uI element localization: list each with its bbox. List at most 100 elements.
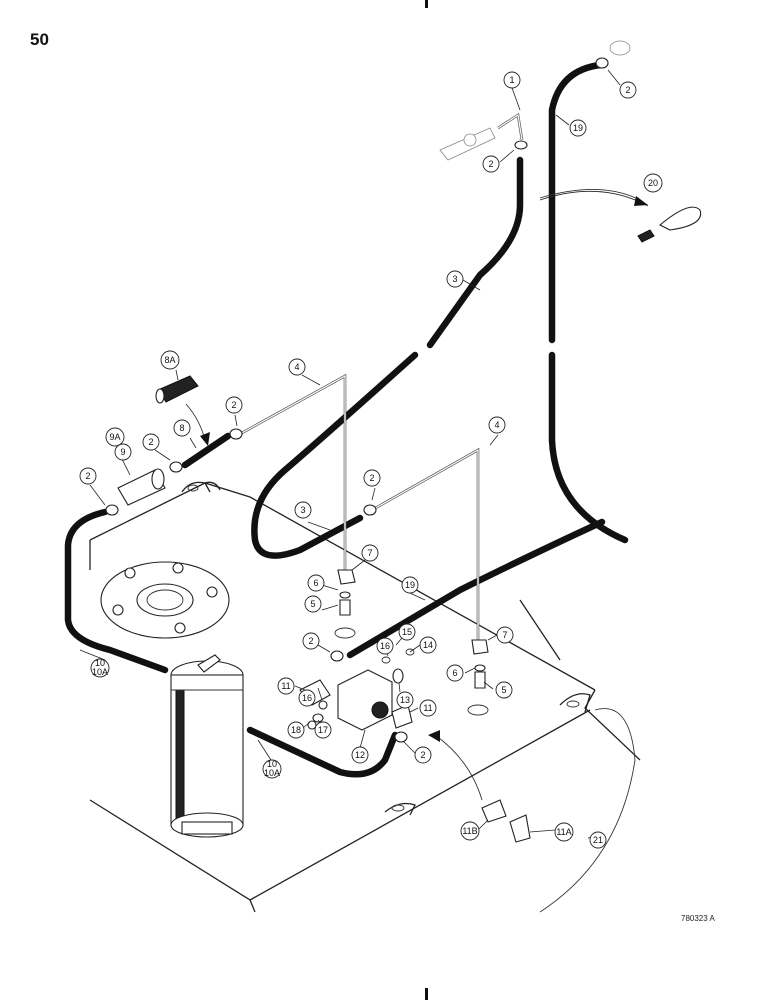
callout: 9A	[105, 427, 125, 447]
callout: 3	[294, 501, 312, 519]
callout-label: 2	[148, 437, 153, 447]
callout: 8	[173, 419, 191, 437]
callout: 11A	[554, 822, 574, 842]
callout-label: 17	[318, 725, 328, 735]
callout-label: 9A	[109, 432, 120, 442]
callout: 2	[619, 81, 637, 99]
callout: 11	[277, 677, 295, 695]
fuel-filter-canister	[170, 654, 244, 838]
callout: 1	[503, 71, 521, 89]
callout-label: 9	[120, 447, 125, 457]
callout-label: 3	[452, 274, 457, 284]
callout: 2	[363, 469, 381, 487]
callout: 2	[482, 155, 500, 173]
fuel-hoses	[64, 61, 629, 778]
callout: 2	[142, 433, 160, 451]
callout: 20	[643, 173, 663, 193]
callout-label: 8	[179, 423, 184, 433]
callout-label: 20	[648, 178, 658, 188]
callout-leaders	[79, 69, 621, 839]
callout-label: 6	[313, 578, 318, 588]
callout: 7	[496, 626, 514, 644]
callout: 10	[262, 759, 282, 779]
callout: 7	[361, 544, 379, 562]
callout-label: 5	[310, 599, 315, 609]
callout-label: 16	[302, 693, 312, 703]
callout-label: 12	[355, 750, 365, 760]
callout: 6	[307, 574, 325, 592]
callout: 2	[302, 632, 320, 650]
callout: 2	[79, 467, 97, 485]
callout-label: 10	[95, 658, 105, 668]
callout-label: 8A	[164, 355, 175, 365]
callout-label: 16	[380, 641, 390, 651]
callout: 4	[488, 416, 506, 434]
callout: 12	[351, 746, 369, 764]
registration-mark-bottom	[425, 988, 428, 1000]
callout: 6	[446, 664, 464, 682]
callout: 5	[495, 681, 513, 699]
registration-mark-top	[425, 0, 428, 8]
callout-label: 11	[423, 703, 432, 713]
fuel-tank-outline	[89, 481, 641, 913]
callout-label: 10A	[92, 667, 108, 677]
callout-label: 4	[294, 362, 299, 372]
callout-label: 4	[494, 420, 499, 430]
callout-label: 11	[281, 681, 290, 691]
callout: 21	[589, 831, 607, 849]
hose-clamp-20	[637, 206, 702, 243]
callout: 10A	[264, 768, 280, 778]
callout-label: 10	[267, 759, 277, 769]
callout-label: 3	[300, 505, 305, 515]
drawing-code: 780323 A	[681, 914, 715, 923]
callout: 18	[287, 721, 305, 739]
callout: 5	[304, 595, 322, 613]
assembly-arrows	[185, 189, 648, 801]
callout-label: 7	[502, 630, 507, 640]
callout-label: 19	[405, 580, 415, 590]
callout-label: 2	[308, 636, 313, 646]
callout-label: 2	[625, 85, 630, 95]
callout-label: 19	[573, 123, 583, 133]
callout: 19	[401, 576, 419, 594]
callout: 15	[398, 623, 416, 641]
callout-label: 10A	[264, 768, 280, 778]
callout-label: 2	[85, 471, 90, 481]
callout-label: 2	[420, 750, 425, 760]
callout: 16	[298, 689, 316, 707]
callout-label: 2	[488, 159, 493, 169]
fuel-tubes	[239, 112, 649, 640]
fittings	[105, 40, 631, 843]
callout-label: 14	[423, 640, 433, 650]
callout-label: 5	[501, 685, 506, 695]
callout: 4	[288, 358, 306, 376]
callout: 3	[446, 270, 464, 288]
callout: 19	[569, 119, 587, 137]
callout-label: 18	[291, 725, 301, 735]
callout: 14	[419, 636, 437, 654]
fuel-sender-plate	[100, 561, 230, 639]
callout: 10	[90, 658, 110, 678]
callout-label: 1	[509, 75, 514, 85]
callout: 11	[419, 699, 437, 717]
callout-label: 6	[452, 668, 457, 678]
callout-label: 13	[400, 695, 410, 705]
callout: 2	[225, 396, 243, 414]
callout-label: 21	[593, 835, 603, 845]
page-number: 50	[30, 30, 49, 49]
callout-label: 2	[369, 473, 374, 483]
callout-label: 2	[231, 400, 236, 410]
callout: 8A	[160, 350, 180, 370]
callout: 16	[376, 637, 394, 655]
callout-label: 11A	[556, 827, 571, 837]
callout: 17	[314, 721, 332, 739]
callout: 11B	[460, 821, 480, 841]
callout: 9	[114, 443, 132, 461]
callout-label: 11B	[462, 826, 477, 836]
callout: 13	[396, 691, 414, 709]
callout: 10A	[92, 667, 108, 677]
callout-label: 15	[402, 627, 412, 637]
callout-label: 7	[367, 548, 372, 558]
callout: 2	[414, 746, 432, 764]
